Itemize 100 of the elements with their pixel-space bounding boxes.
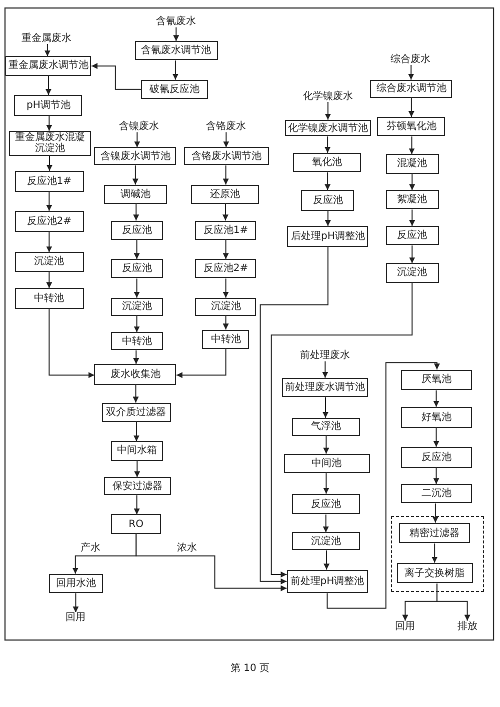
flow-arrow: [324, 101, 331, 120]
process-box: [400, 370, 472, 390]
flow-arrow: [133, 422, 140, 442]
process-label: 含氰废水调节池: [141, 45, 212, 56]
process-label: 反应池: [122, 263, 152, 274]
process-box: [386, 190, 439, 210]
process-box: [399, 522, 470, 544]
process-label: 沉淀池: [397, 267, 428, 278]
flow-arrow: [432, 542, 438, 564]
flow-arrow: [324, 136, 331, 154]
process-box: [400, 406, 472, 428]
flow-arrow: [408, 136, 415, 155]
process-label: 气浮池: [310, 421, 341, 432]
process-label: 离子交换树脂: [404, 568, 465, 579]
process-label: 好氧池: [421, 412, 452, 423]
process-box: [14, 210, 84, 232]
flow-arrow: [132, 384, 139, 404]
process-box: [184, 147, 269, 166]
process-box: [370, 80, 452, 98]
process-label: 沉淀池: [310, 536, 341, 547]
process-box: [110, 332, 163, 350]
process-box: [104, 477, 171, 496]
process-label: 沉淀池: [210, 301, 241, 312]
flow-label: 回用: [394, 620, 416, 632]
process-label: 厌氧池: [421, 374, 452, 386]
flow-arrow: [46, 155, 52, 172]
process-label: 反应池1#: [203, 224, 248, 236]
flow-arrow: [132, 164, 138, 186]
process-label: 保安过滤器: [112, 480, 162, 492]
flow-arrow: [72, 592, 79, 613]
flow-arrow: [223, 132, 230, 148]
process-label: pH调节池: [26, 100, 70, 111]
flow-arrow: [90, 62, 142, 90]
process-label: 回用水池: [56, 578, 96, 589]
flow-arrow: [433, 390, 440, 408]
process-label: 前处理pH调整池: [290, 576, 364, 587]
process-label: 沉淀池: [122, 301, 152, 312]
flow-arrow: [176, 348, 226, 378]
process-label: 重金属废水调节池: [8, 60, 88, 72]
flow-label: 排放: [456, 620, 478, 632]
flow-arrow: [323, 472, 330, 494]
process-box: [111, 514, 162, 534]
flow-arrow: [44, 43, 50, 57]
flow-arrow: [322, 396, 328, 418]
flow-arrow: [222, 278, 229, 298]
process-box: [14, 170, 84, 192]
flow-arrow: [134, 315, 140, 333]
process-box: [104, 184, 167, 204]
flow-arrow: [222, 164, 229, 186]
flow-arrow: [432, 502, 438, 524]
process-label: 中转池: [34, 292, 64, 304]
process-box: [386, 263, 439, 283]
process-box: [284, 120, 371, 136]
process-label: 反应池: [312, 195, 343, 206]
process-label: RO: [128, 518, 144, 530]
process-box: [9, 130, 91, 156]
process-box: [282, 378, 368, 398]
process-box: [377, 117, 446, 136]
process-box: [400, 446, 472, 468]
process-label: 氧化池: [312, 157, 342, 168]
process-box: [102, 402, 171, 422]
flow-arrow: [46, 191, 52, 212]
flow-label: 含镍废水: [118, 121, 160, 132]
process-box: [110, 259, 163, 278]
flow-arrow: [48, 308, 95, 378]
process-box: [286, 570, 368, 594]
flow-arrow: [324, 172, 331, 191]
flow-arrow: [433, 427, 440, 448]
process-box: [301, 190, 354, 211]
process-label: 反应池2#: [203, 263, 248, 274]
flow-arrow: [222, 315, 229, 330]
process-label: 反应池: [397, 230, 428, 242]
flow-arrow: [134, 494, 140, 515]
flow-arrow: [260, 246, 328, 584]
process-label: 絮凝池: [397, 194, 428, 206]
process-box: [5, 56, 92, 76]
flow-arrow: [172, 60, 178, 80]
process-label: 重金属废水混凝沉淀池: [14, 132, 86, 154]
process-box: [195, 220, 256, 240]
process-box: [287, 226, 368, 247]
process-box: [94, 364, 176, 385]
flow-arrow: [134, 278, 140, 298]
process-label: 精密过滤器: [410, 528, 460, 539]
process-box: [284, 454, 370, 474]
flow-arrow: [323, 435, 330, 454]
flow-arrow: [436, 582, 470, 622]
process-label: 反应池: [421, 452, 452, 463]
process-box: [396, 562, 473, 584]
process-label: 中间池: [312, 458, 342, 469]
process-box: [141, 80, 208, 100]
flow-arrow: [134, 239, 140, 260]
flow-arrow: [133, 203, 140, 222]
flow-arrow: [326, 362, 440, 609]
flow-arrow: [322, 514, 329, 533]
flow-arrow: [409, 173, 416, 191]
process-label: 反应池1#: [26, 176, 72, 187]
process-label: 混凝池: [397, 158, 428, 170]
process-box: [292, 418, 360, 436]
process-label: 中转池: [122, 336, 152, 347]
process-box: [14, 288, 84, 309]
